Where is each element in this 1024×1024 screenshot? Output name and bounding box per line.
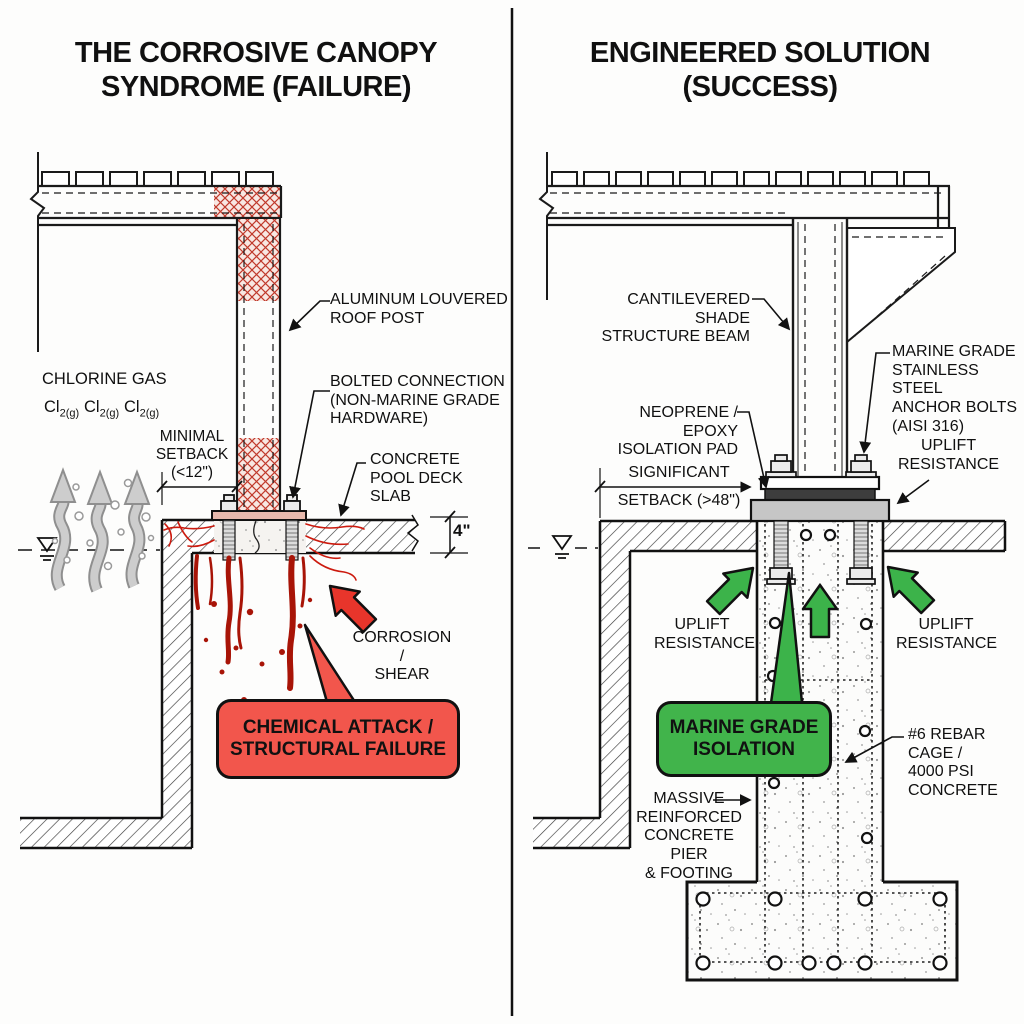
corrosion-cracks <box>163 521 365 581</box>
uplift-arrow-left-icon <box>705 566 755 616</box>
right-roof-structure <box>538 152 956 477</box>
left-roof-structure <box>29 152 283 514</box>
aluminum-post-label: ALUMINUM LOUVERED ROOF POST <box>330 291 508 327</box>
right-pool-deck-and-wall <box>533 519 1007 850</box>
failure-callout-pointer <box>303 623 357 704</box>
beam-corrosion-crosshatch <box>214 187 280 217</box>
corrosion-arrow-icon <box>328 584 378 634</box>
chlorine-gas-label: CHLORINE GAS <box>42 370 167 388</box>
cl2-subscript: 2(g) <box>59 407 80 420</box>
left-panel-title: THE CORROSIVE CANOPY SYNDROME (FAILURE) <box>74 37 438 104</box>
significant-setback-line2: SETBACK (>48") <box>617 492 741 509</box>
gas-arrowheads <box>49 467 151 505</box>
uplift-resistance-right-label: UPLIFT RESISTANCE <box>896 616 998 652</box>
base-plate-right <box>759 475 881 491</box>
anchor-bolts-label: MARINE GRADE STAINLESS STEEL ANCHOR BOLT… <box>892 343 1018 435</box>
concrete-crack <box>253 520 260 554</box>
cl2-subscript: 2(g) <box>139 407 160 420</box>
uplift-arrow-right-icon <box>886 565 936 615</box>
uplift-arrow-center-icon <box>801 583 839 639</box>
rust-drip-stains <box>193 554 313 714</box>
cl2-formula: Cl2(g) <box>44 398 79 419</box>
gas-bubbles <box>51 478 155 571</box>
uplift-resistance-top-label: UPLIFT RESISTANCE <box>898 437 1000 473</box>
concrete-cap <box>749 498 891 523</box>
right-panel-title: ENGINEERED SOLUTION (SUCCESS) <box>589 37 931 104</box>
corrosion-shear-label: CORROSION / SHEAR <box>352 629 452 684</box>
knee-brace-gusset <box>846 227 956 345</box>
right-leader-lines <box>713 298 930 806</box>
cl2-base: Cl <box>124 398 140 416</box>
concrete-slab-label: CONCRETE POOL DECK SLAB <box>370 451 463 506</box>
minimal-setback-label: MINIMAL SETBACK (<12") <box>155 428 229 482</box>
massive-pier-label: MASSIVE REINFORCED CONCRETE PIER & FOOTI… <box>636 790 742 882</box>
stainless-anchor-bolts <box>765 454 877 585</box>
significant-setback-dimension <box>594 468 752 518</box>
uplift-resistance-left-label: UPLIFT RESISTANCE <box>654 616 756 652</box>
cl2-subscript: 2(g) <box>99 407 120 420</box>
bolted-connection-label: BOLTED CONNECTION (NON-MARINE GRADE HARD… <box>330 373 505 428</box>
slab-thickness-label: 4" <box>453 521 471 540</box>
neoprene-pad-label: NEOPRENE / EPOXY ISOLATION PAD <box>617 404 738 459</box>
cl2-base: Cl <box>44 398 60 416</box>
minimal-setback-dimension <box>156 472 243 505</box>
failure-callout-box: CHEMICAL ATTACK / STRUCTURAL FAILURE <box>216 699 460 779</box>
isolation-pad <box>764 488 876 501</box>
left-anchorage <box>211 494 307 561</box>
significant-setback-line1: SIGNIFICANT <box>628 464 730 481</box>
left-louvers <box>41 171 274 187</box>
left-leader-lines <box>288 300 366 517</box>
chlorine-gas-arrows <box>49 467 155 593</box>
base-plate <box>211 510 307 521</box>
cantilevered-beam-label: CANTILEVERED SHADE STRUCTURE BEAM <box>601 291 750 346</box>
cl2-formula: Cl2(g) <box>124 398 159 419</box>
right-louvers <box>551 171 930 187</box>
cl2-base: Cl <box>84 398 100 416</box>
corroded-bolts <box>220 494 301 561</box>
rebar-sections <box>695 528 948 971</box>
slab-break-line <box>406 514 419 552</box>
isolation-callout-box: MARINE GRADE ISOLATION <box>656 701 832 777</box>
rebar-cage-label: #6 REBAR CAGE / 4000 PSI CONCRETE <box>908 726 998 800</box>
water-level-icon-right <box>528 535 598 559</box>
isolation-connection <box>749 454 891 585</box>
slab-thickness-dimension <box>430 510 468 559</box>
cl2-formula: Cl2(g) <box>84 398 119 419</box>
